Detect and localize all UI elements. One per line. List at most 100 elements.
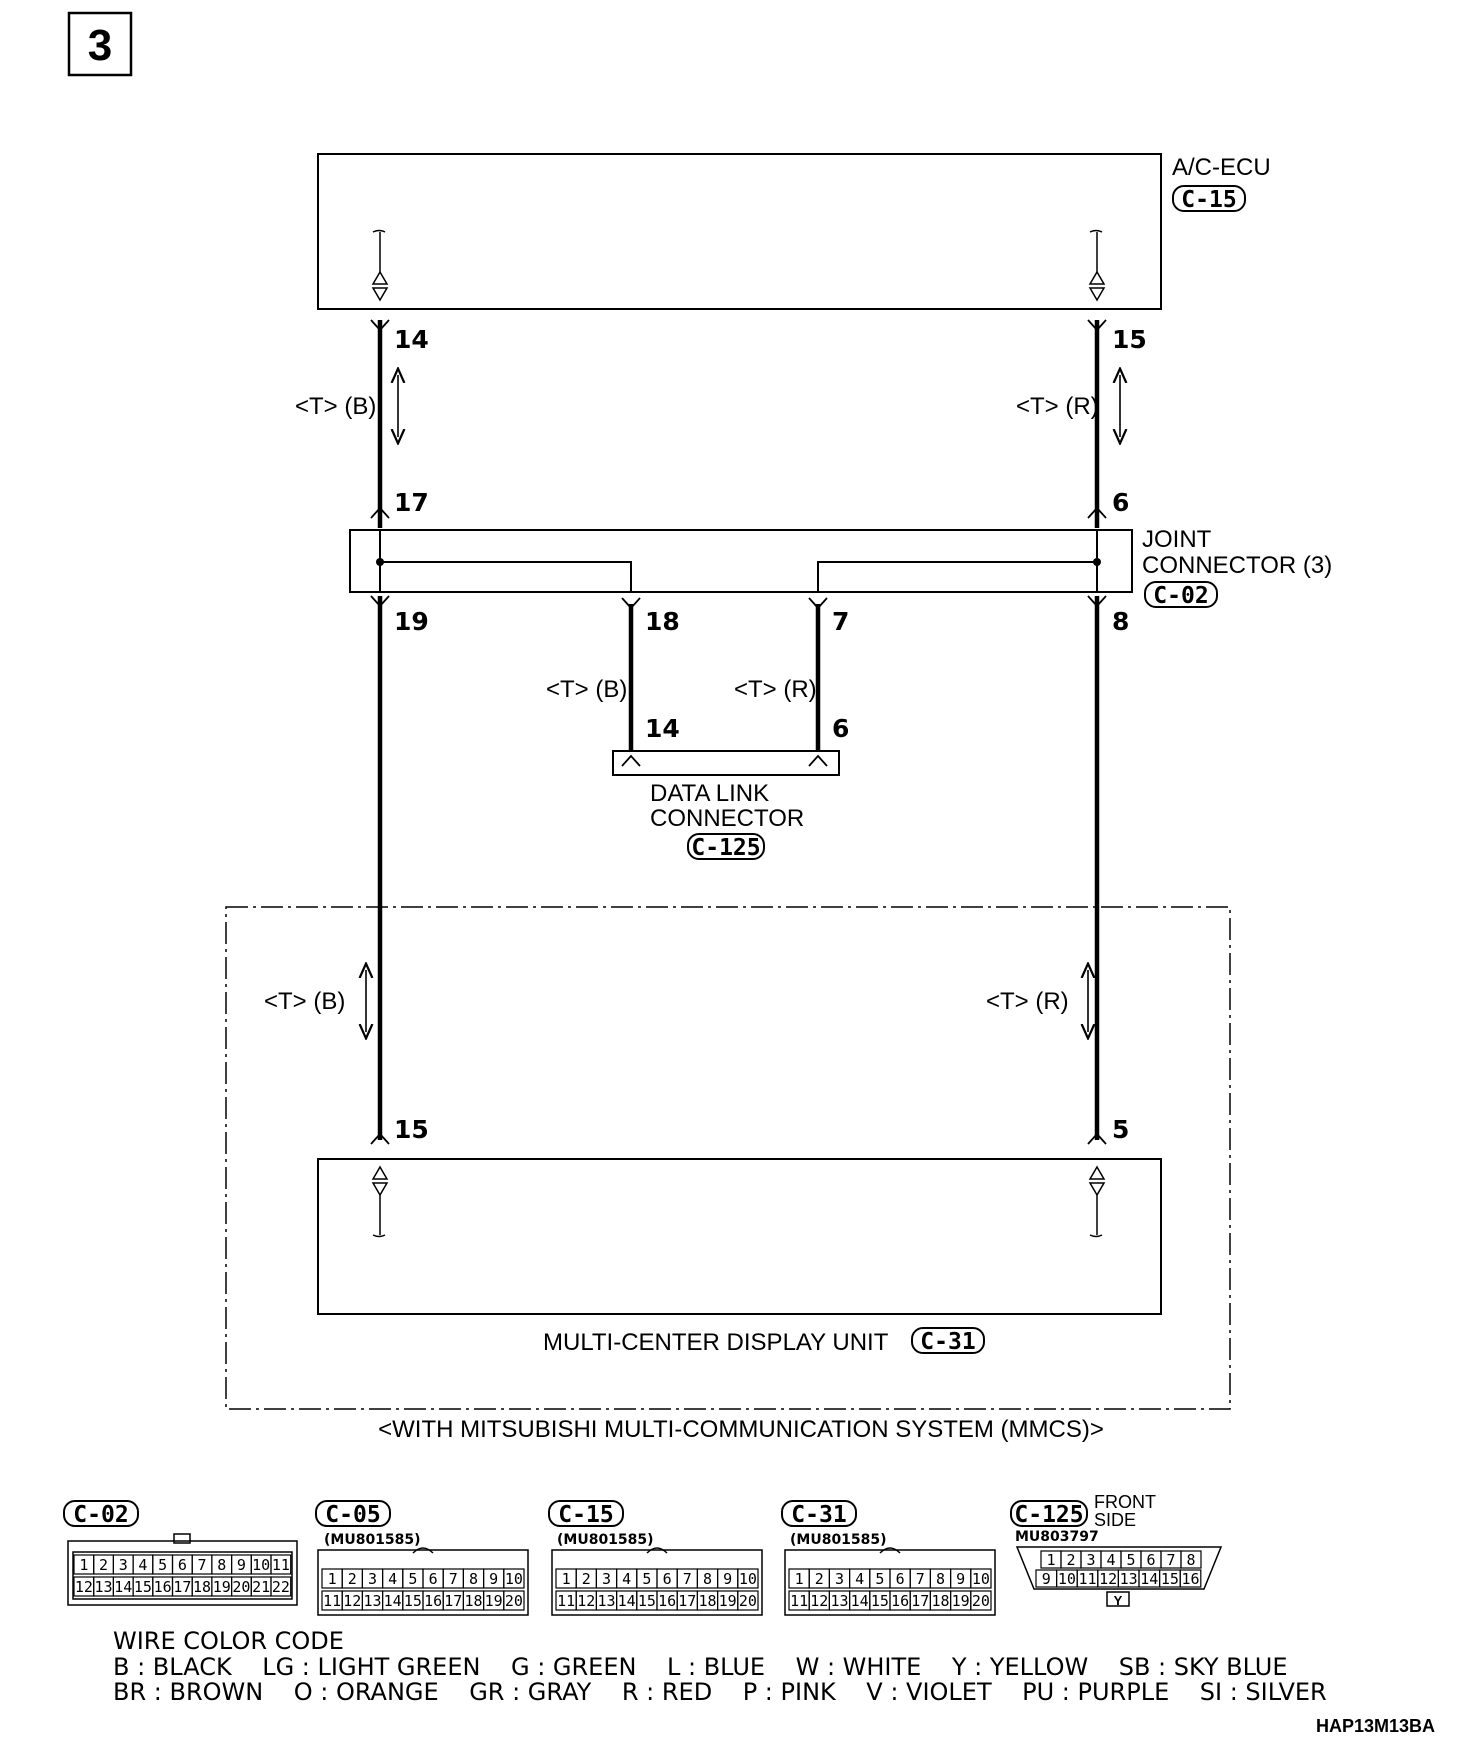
svg-text:MU803797: MU803797 xyxy=(1015,1529,1099,1545)
ac-ecu-connector-tag: C-15 xyxy=(1172,185,1246,213)
cavity-number: 12 xyxy=(75,1578,93,1596)
connector-cavity xyxy=(270,1576,292,1597)
wires xyxy=(377,320,1100,1140)
cavity-number: 11 xyxy=(323,1592,341,1610)
connector-cavity xyxy=(970,1590,992,1611)
cavity-number: 19 xyxy=(952,1592,970,1610)
cavity-number: 5 xyxy=(1126,1551,1135,1569)
cavity-number: 9 xyxy=(723,1570,732,1588)
pin-jc-bot-left: 19 xyxy=(394,607,429,636)
cavity-number: 18 xyxy=(931,1592,949,1610)
cavity-number: 7 xyxy=(683,1570,692,1588)
pin-jc-top-left: 17 xyxy=(394,488,429,517)
cavity-number: 13 xyxy=(830,1592,848,1610)
cavity-number: 5 xyxy=(408,1570,417,1588)
cavity-number: 17 xyxy=(911,1592,929,1610)
connector-c125-key-color: Y xyxy=(1114,1593,1123,1608)
multi-center-display-box xyxy=(317,1158,1162,1315)
svg-text:C-02: C-02 xyxy=(73,1502,128,1528)
cavity-number: 1 xyxy=(328,1570,337,1588)
cavity-number: 13 xyxy=(363,1592,381,1610)
cavity-number: 3 xyxy=(368,1570,377,1588)
joint-connector-tag: C-02 xyxy=(1144,581,1218,609)
cavity-number: 20 xyxy=(739,1592,757,1610)
connector-cavity xyxy=(737,1568,759,1589)
svg-text:C-05: C-05 xyxy=(325,1502,380,1528)
cavity-number: 8 xyxy=(469,1570,478,1588)
cavity-number: 2 xyxy=(99,1556,108,1574)
cavity-number: 15 xyxy=(404,1592,422,1610)
cavity-number: 16 xyxy=(154,1578,172,1596)
cavity-number: 11 xyxy=(790,1592,808,1610)
ecu-internal-symbol-left xyxy=(371,229,389,302)
mmcs-region xyxy=(225,906,1231,1410)
cavity-number: 11 xyxy=(272,1556,290,1574)
connector-cavity xyxy=(1180,1550,1202,1569)
cavity-number: 16 xyxy=(1181,1570,1199,1588)
pin-mcd-left: 15 xyxy=(394,1115,429,1144)
cavity-number: 15 xyxy=(638,1592,656,1610)
cavity-number: 6 xyxy=(1146,1551,1155,1569)
wire-color-code-line1: B : BLACK LG : LIGHT GREEN G : GREEN L :… xyxy=(113,1653,1288,1681)
cavity-number: 14 xyxy=(618,1592,636,1610)
wire-label-mid-right: <T> (R) xyxy=(734,676,817,703)
connector-cavity xyxy=(1179,1569,1202,1588)
cavity-number: 19 xyxy=(719,1592,737,1610)
pin-numbers: 14 15 17 6 19 18 7 8 14 6 15 5 xyxy=(394,325,1147,1144)
cavity-number: 15 xyxy=(1161,1570,1179,1588)
wire-label-upper-left: <T> (B) xyxy=(295,393,376,420)
cavity-number: 9 xyxy=(237,1556,246,1574)
cavity-number: 18 xyxy=(698,1592,716,1610)
cavity-number: 6 xyxy=(178,1556,187,1574)
cavity-number: 12 xyxy=(1099,1570,1117,1588)
cavity-number: 14 xyxy=(114,1578,132,1596)
svg-text:SIDE: SIDE xyxy=(1094,1510,1136,1530)
cavity-number: 8 xyxy=(703,1570,712,1588)
joint-connector-label-2: CONNECTOR (3) xyxy=(1142,552,1332,579)
cavity-number: 10 xyxy=(1058,1570,1076,1588)
pin-mcd-right: 5 xyxy=(1112,1115,1129,1144)
svg-text:C-15: C-15 xyxy=(1181,187,1236,213)
cavity-number: 12 xyxy=(810,1592,828,1610)
cavity-number: 3 xyxy=(835,1570,844,1588)
cavity-number: 6 xyxy=(896,1570,905,1588)
pin-jc-top-right: 6 xyxy=(1112,488,1129,517)
cavity-number: 10 xyxy=(972,1570,990,1588)
cavity-number: 8 xyxy=(217,1556,226,1574)
ecu-internal-symbol-right xyxy=(1088,229,1106,302)
cavity-number: 7 xyxy=(198,1556,207,1574)
cavity-number: 4 xyxy=(855,1570,864,1588)
data-link-connector-box xyxy=(612,750,840,776)
connector-cavity xyxy=(270,1554,292,1575)
ac-ecu-box xyxy=(317,153,1162,310)
cavity-number: 12 xyxy=(577,1592,595,1610)
ac-ecu-label: A/C-ECU xyxy=(1172,154,1271,181)
cavity-number: 1 xyxy=(79,1556,88,1574)
wire-label-lower-left: <T> (B) xyxy=(264,988,345,1015)
page-number: 3 xyxy=(88,21,112,70)
cavity-number: 10 xyxy=(505,1570,523,1588)
cavity-number: 2 xyxy=(815,1570,824,1588)
cavity-number: 5 xyxy=(158,1556,167,1574)
wire-labels: <T> (B) <T> (R) <T> (B) <T> (R) <T> (B) … xyxy=(264,393,1099,1015)
cavity-number: 15 xyxy=(134,1578,152,1596)
mmcs-note: <WITH MITSUBISHI MULTI-COMMUNICATION SYS… xyxy=(378,1416,1104,1443)
svg-text:(MU801585): (MU801585) xyxy=(790,1532,887,1548)
cavity-number: 13 xyxy=(95,1578,113,1596)
wire-color-code-line2: BR : BROWN O : ORANGE GR : GRAY R : RED … xyxy=(113,1678,1327,1706)
cavity-number: 1 xyxy=(1046,1551,1055,1569)
pin-jc-bot-mid-left: 18 xyxy=(645,607,680,636)
cavity-number: 19 xyxy=(485,1592,503,1610)
multi-center-display-label: MULTI-CENTER DISPLAY UNIT xyxy=(543,1329,889,1356)
cavity-number: 2 xyxy=(348,1570,357,1588)
cavity-number: 8 xyxy=(936,1570,945,1588)
wire-color-code-title: WIRE COLOR CODE xyxy=(113,1627,344,1655)
svg-text:FRONT: FRONT xyxy=(1094,1492,1156,1512)
